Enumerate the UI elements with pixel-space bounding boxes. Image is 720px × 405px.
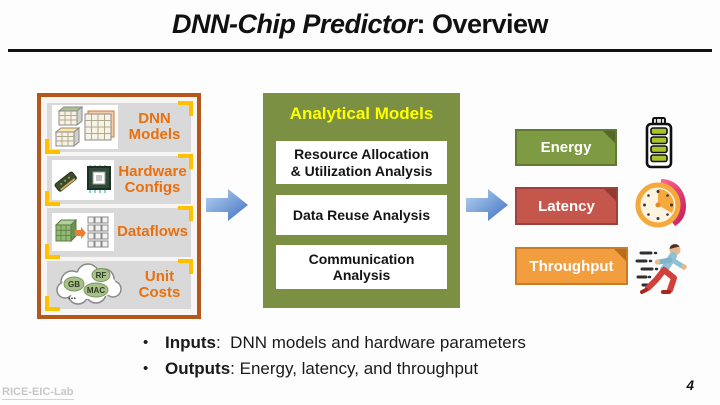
unit-cost-cloud-icon: GB RF MAC ...: [52, 262, 128, 308]
bullet-dot: •: [143, 334, 149, 351]
bullet-outputs-text: : Energy, latency, and throughput: [230, 359, 479, 378]
input-item-hardware-configs: Hardware Configs: [45, 153, 193, 206]
bracket-icon: [178, 153, 193, 169]
bullet-outputs: • Outputs: Energy, latency, and throughp…: [143, 359, 526, 379]
input-item-unit-costs: GB RF MAC ... Unit Costs: [45, 258, 193, 311]
bracket-icon: [178, 101, 193, 116]
folded-corner: [604, 189, 616, 201]
title-underline: [8, 49, 712, 52]
bracket-icon: [45, 243, 60, 259]
lab-watermark: RICE-EIC-Lab: [2, 386, 74, 400]
cloud-label-dots: ...: [68, 291, 77, 302]
throughput-label: Throughput: [529, 257, 614, 275]
bullet-list: • Inputs: DNN models and hardware parame…: [143, 333, 526, 385]
page-title: DNN-Chip Predictor: Overview: [0, 9, 720, 40]
bullet-inputs-text: : DNN models and hardware parameters: [216, 333, 526, 352]
analytical-models-box: Analytical Models Resource Allocation & …: [263, 93, 460, 308]
battery-icon: [645, 117, 673, 169]
model-data-reuse: Data Reuse Analysis: [276, 195, 447, 235]
bracket-icon: [45, 191, 60, 206]
dataflow-grid-icon: [52, 213, 114, 252]
input-label-dnn-models: DNN Models: [128, 110, 181, 144]
latency-box: Latency: [515, 187, 618, 225]
bracket-icon: [45, 296, 60, 311]
analytical-models-title: Analytical Models: [289, 104, 434, 123]
input-item-dnn-models: DNN Models: [45, 101, 193, 154]
input-label-unit-costs: Unit Costs: [138, 267, 181, 301]
energy-box: Energy: [515, 129, 617, 166]
page-number: 4: [686, 378, 694, 393]
model-communication: Communication Analysis: [276, 245, 447, 289]
model-resource-allocation: Resource Allocation & Utilization Analys…: [276, 141, 447, 184]
cloud-label-mac: MAC: [87, 286, 105, 295]
input-item-dataflows: Dataflows: [45, 206, 193, 259]
latency-label: Latency: [538, 197, 595, 215]
right-arrow-icon: [466, 189, 508, 221]
dnn-tensors-icon: [52, 105, 118, 150]
folded-corner: [603, 131, 615, 143]
energy-label: Energy: [540, 139, 592, 156]
title-italic-part: DNN-Chip Predictor: [171, 9, 417, 39]
bullet-inputs: • Inputs: DNN models and hardware parame…: [143, 333, 526, 353]
chip-icon: [52, 159, 114, 200]
bracket-icon: [178, 258, 193, 274]
inputs-box: DNN Models: [37, 93, 201, 319]
cloud-label-rf: RF: [96, 271, 107, 280]
input-label-hardware-configs: Hardware Configs: [118, 162, 187, 196]
clock-icon: [635, 179, 686, 228]
input-label-dataflows: Dataflows: [117, 223, 188, 241]
bullet-inputs-term: Inputs: [165, 333, 216, 352]
throughput-box: Throughput: [515, 247, 628, 285]
cloud-label-gb: GB: [68, 280, 80, 289]
right-arrow-icon: [206, 189, 248, 221]
bracket-icon: [178, 206, 193, 221]
bullet-dot: •: [143, 360, 149, 377]
runner-icon: [635, 244, 687, 294]
folded-corner: [614, 249, 626, 261]
bracket-icon: [45, 138, 60, 154]
bullet-outputs-term: Outputs: [165, 359, 231, 378]
title-rest-part: : Overview: [416, 9, 549, 39]
